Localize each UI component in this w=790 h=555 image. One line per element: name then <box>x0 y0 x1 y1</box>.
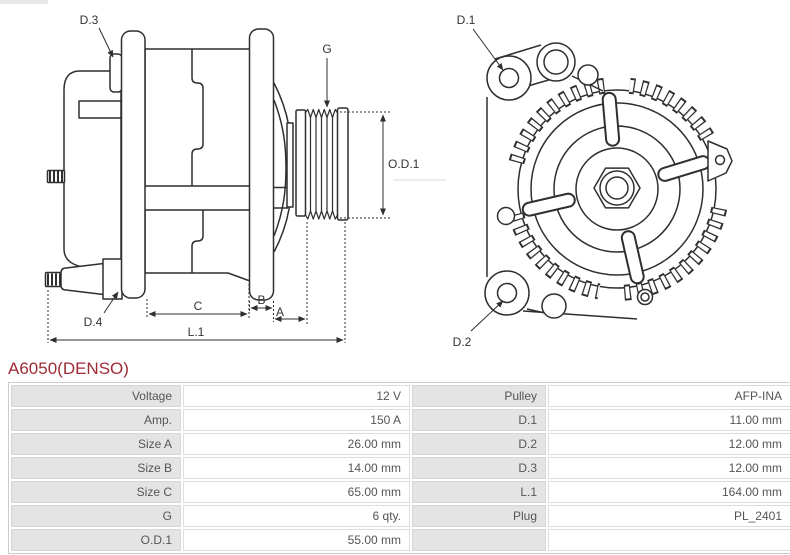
spec-label <box>412 529 546 551</box>
stator-body-upper <box>144 48 251 187</box>
mount-boss <box>102 258 123 300</box>
connector-slot <box>78 100 122 119</box>
technical-drawing-area: D.3 G O.D.1 D.4 C B A L.1 <box>44 13 733 349</box>
alternator-technical-drawing: D.3 G O.D.1 D.4 C B A L.1 <box>44 13 733 349</box>
spec-value: 26.00 mm <box>183 433 410 455</box>
side-view-diagram <box>44 28 349 301</box>
spec-value <box>548 529 790 551</box>
spec-value: 65.00 mm <box>183 481 410 503</box>
cropped-logo-artifact <box>0 0 48 4</box>
dim-label-d4: D.4 <box>84 315 103 329</box>
dim-label-c: C <box>194 299 203 313</box>
leader-d3 <box>98 27 114 58</box>
front-view-labels: D.1 D.2 <box>453 13 476 349</box>
spec-value: 150 A <box>183 409 410 431</box>
shaft <box>286 122 294 208</box>
ear-tab <box>109 53 123 93</box>
dim-label-b: B <box>257 293 265 307</box>
spec-label: D.1 <box>412 409 546 431</box>
spec-label: Size B <box>11 457 181 479</box>
side-view-dimensions <box>47 27 446 343</box>
section-jog-upper <box>191 49 204 186</box>
spec-label: Size C <box>11 481 181 503</box>
spec-value: 55.00 mm <box>183 529 410 551</box>
spec-label: L.1 <box>412 481 546 503</box>
spec-label: D.3 <box>412 457 546 479</box>
dim-label-od1: O.D.1 <box>388 157 420 171</box>
housing-rim <box>517 89 717 289</box>
rear-bracket <box>248 28 275 301</box>
shaft-nut-hex <box>593 167 641 209</box>
pulley-grooves-bottom <box>304 210 339 220</box>
spec-label: Size A <box>11 433 181 455</box>
fan-spokes <box>521 91 711 285</box>
spec-value: 12 V <box>183 385 410 407</box>
drive-end-curve-inner <box>273 99 287 237</box>
table-row: G 6 qty. Plug PL_2401 <box>11 505 790 527</box>
table-row: Voltage 12 V Pulley AFP-INA <box>11 385 790 407</box>
spec-value: 14.00 mm <box>183 457 410 479</box>
stator-body-lower <box>144 209 251 282</box>
spec-value: PL_2401 <box>548 505 790 527</box>
dim-label-d2: D.2 <box>453 335 472 349</box>
dim-label-d1: D.1 <box>457 13 476 27</box>
pulley-left-flange <box>295 109 307 217</box>
dim-label-g: G <box>322 42 331 56</box>
front-view-diagram <box>484 42 733 320</box>
dim-label-l1: L.1 <box>188 325 205 339</box>
part-number-title: A6050(DENSO) <box>8 359 129 378</box>
section-jog-lower <box>191 210 204 273</box>
spec-value: AFP-INA <box>548 385 790 407</box>
threaded-stud-upper <box>46 169 66 184</box>
table-row: O.D.1 55.00 mm <box>11 529 790 551</box>
spec-label: D.2 <box>412 433 546 455</box>
side-view-labels: D.3 G O.D.1 D.4 C B A L.1 <box>80 13 420 339</box>
table-row: Amp. 150 A D.1 11.00 mm <box>11 409 790 431</box>
top-mount-hole <box>498 67 520 89</box>
front-view-dimensions <box>470 28 504 332</box>
spec-label: Amp. <box>11 409 181 431</box>
spec-value: 12.00 mm <box>548 433 790 455</box>
spec-value: 6 qty. <box>183 505 410 527</box>
spec-label: G <box>11 505 181 527</box>
leader-d1 <box>472 28 504 71</box>
spec-label: Plug <box>412 505 546 527</box>
leader-d2 <box>470 300 504 332</box>
pulley-grooves-top <box>304 108 339 119</box>
dim-label-d3: D.3 <box>80 13 99 27</box>
spec-value: 164.00 mm <box>548 481 790 503</box>
spec-label: Pulley <box>412 385 546 407</box>
right-tab <box>707 140 733 182</box>
bottom-mount-hole <box>496 282 518 304</box>
spec-value: 12.00 mm <box>548 457 790 479</box>
spec-table: Voltage 12 V Pulley AFP-INA Amp. 150 A D… <box>8 382 790 554</box>
front-bracket <box>120 30 146 299</box>
spec-value: 11.00 mm <box>548 409 790 431</box>
dim-label-a: A <box>276 305 284 319</box>
table-row: Size B 14.00 mm D.3 12.00 mm <box>11 457 790 479</box>
spec-label: O.D.1 <box>11 529 181 551</box>
table-row: Size C 65.00 mm L.1 164.00 mm <box>11 481 790 503</box>
spec-label: Voltage <box>11 385 181 407</box>
leader-d4 <box>103 291 119 314</box>
pulley-right-flange <box>336 107 349 221</box>
table-row: Size A 26.00 mm D.2 12.00 mm <box>11 433 790 455</box>
pulley-groove-lines <box>309 117 334 211</box>
